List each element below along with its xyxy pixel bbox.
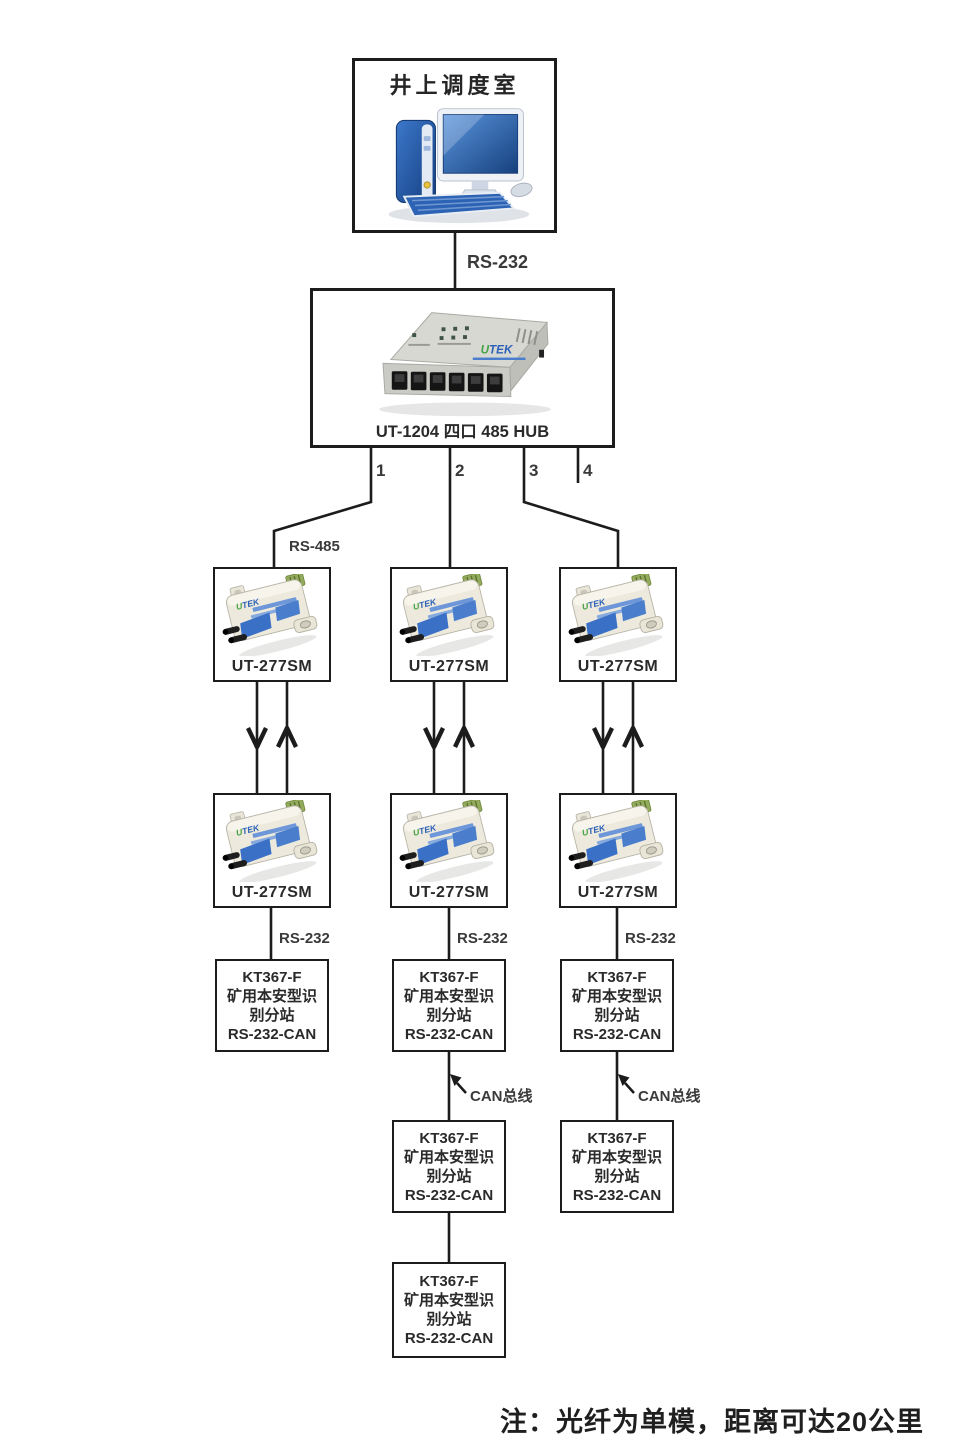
kt-interface: RS-232-CAN [227,1025,317,1043]
kt-station-text: KT367-F 矿用本安型识 别分站 RS-232-CAN [572,1129,662,1205]
hub-device-image [365,299,563,421]
kt-station-box-5: KT367-F 矿用本安型识 别分站 RS-232-CAN [560,1120,674,1213]
rs485-label: RS-485 [289,538,340,555]
kt-station-box-4: KT367-F 矿用本安型识 别分站 RS-232-CAN [392,1120,506,1213]
hub-port-number-4: 4 [583,461,593,480]
fiber-converter-image [564,574,672,656]
fiber-converter-image [395,800,503,882]
hub-port-number-3: 3 [529,461,539,480]
kt-station-box-3: KT367-F 矿用本安型识 别分站 RS-232-CAN [560,959,674,1052]
rs232-label-col3: RS-232 [625,930,676,947]
kt-model: KT367-F [419,1273,479,1290]
kt-desc-line2: 别分站 [426,1006,472,1024]
kt-desc-line2: 别分站 [426,1167,472,1185]
fiber-converter-image [564,800,672,882]
kt-desc-line2: 别分站 [594,1006,640,1024]
fiber-converter-box-r1c1: UT-277SM [213,567,331,682]
kt-desc-line1: 矿用本安型识 [226,987,317,1005]
dispatch-room-box: 井上调度室 [352,58,557,233]
fiber-converter-label: UT-277SM [408,658,490,675]
kt-station-text: KT367-F 矿用本安型识 别分站 RS-232-CAN [404,1129,494,1205]
kt-model: KT367-F [587,968,647,986]
kt-desc-line1: 矿用本安型识 [571,1148,662,1166]
fiber-converter-label: UT-277SM [231,658,313,675]
kt-desc-line1: 矿用本安型识 [403,1148,494,1166]
kt-desc-line2: 别分站 [426,1311,472,1328]
fiber-converter-label: UT-277SM [231,884,313,901]
fiber-link-lines [255,682,635,793]
can-bus-label-col2: CAN总线 [470,1088,533,1105]
rs232-label-col1: RS-232 [279,930,330,947]
hub-port-number-1: 1 [376,461,386,480]
kt-interface: RS-232-CAN [404,1186,494,1204]
fiber-converter-label: UT-277SM [577,884,659,901]
kt-desc-line1: 矿用本安型识 [403,987,494,1005]
fiber-converter-label: UT-277SM [408,884,490,901]
dispatch-room-title: 井上调度室 [389,73,520,98]
kt-model: KT367-F [242,968,302,986]
kt-desc-line2: 别分站 [249,1006,295,1024]
fiber-converter-image [395,574,503,656]
fiber-converter-box-r2c2: UT-277SM [390,793,508,908]
fiber-converter-box-r1c2: UT-277SM [390,567,508,682]
fiber-converter-image [218,574,326,656]
kt-station-text: KT367-F 矿用本安型识 别分站 RS-232-CAN [227,968,317,1044]
fiber-converter-box-r2c1: UT-277SM [213,793,331,908]
rs232-label-col2: RS-232 [457,930,508,947]
kt-station-text: KT367-F 矿用本安型识 别分站 RS-232-CAN [404,968,494,1044]
kt-desc-line2: 别分站 [594,1167,640,1185]
fiber-converter-box-r2c3: UT-277SM [559,793,677,908]
kt-interface: RS-232-CAN [572,1186,662,1204]
kt-interface: RS-232-CAN [572,1025,662,1043]
hub-box: UT-1204 四口 485 HUB [310,288,615,448]
fiber-converter-label: UT-277SM [577,658,659,675]
kt-station-box-2: KT367-F 矿用本安型识 别分站 RS-232-CAN [392,959,506,1052]
fiber-converter-image [218,800,326,882]
kt-station-text: KT367-F 矿用本安型识 别分站 RS-232-CAN [404,1272,494,1348]
kt-model: KT367-F [419,1129,479,1147]
desktop-computer-icon [367,95,545,227]
kt-interface: RS-232-CAN [404,1330,494,1347]
hub-port-number-2: 2 [455,461,465,480]
kt-station-box-6: KT367-F 矿用本安型识 别分站 RS-232-CAN [392,1262,506,1358]
kt-model: KT367-F [587,1129,647,1147]
hub-label: UT-1204 四口 485 HUB [375,423,550,441]
kt-interface: RS-232-CAN [404,1025,494,1043]
footnote: 注：光纤为单模，距离可达20公里 [500,1407,925,1437]
can-bus-label-col3: CAN总线 [638,1088,701,1105]
kt-station-box-1: KT367-F 矿用本安型识 别分站 RS-232-CAN [215,959,329,1052]
rs232-label-top: RS-232 [467,252,529,272]
kt-desc-line1: 矿用本安型识 [571,987,662,1005]
kt-station-text: KT367-F 矿用本安型识 别分站 RS-232-CAN [572,968,662,1044]
kt-desc-line1: 矿用本安型识 [403,1292,494,1309]
kt-model: KT367-F [419,968,479,986]
fiber-direction-arrows [246,725,644,750]
fiber-converter-box-r1c3: UT-277SM [559,567,677,682]
